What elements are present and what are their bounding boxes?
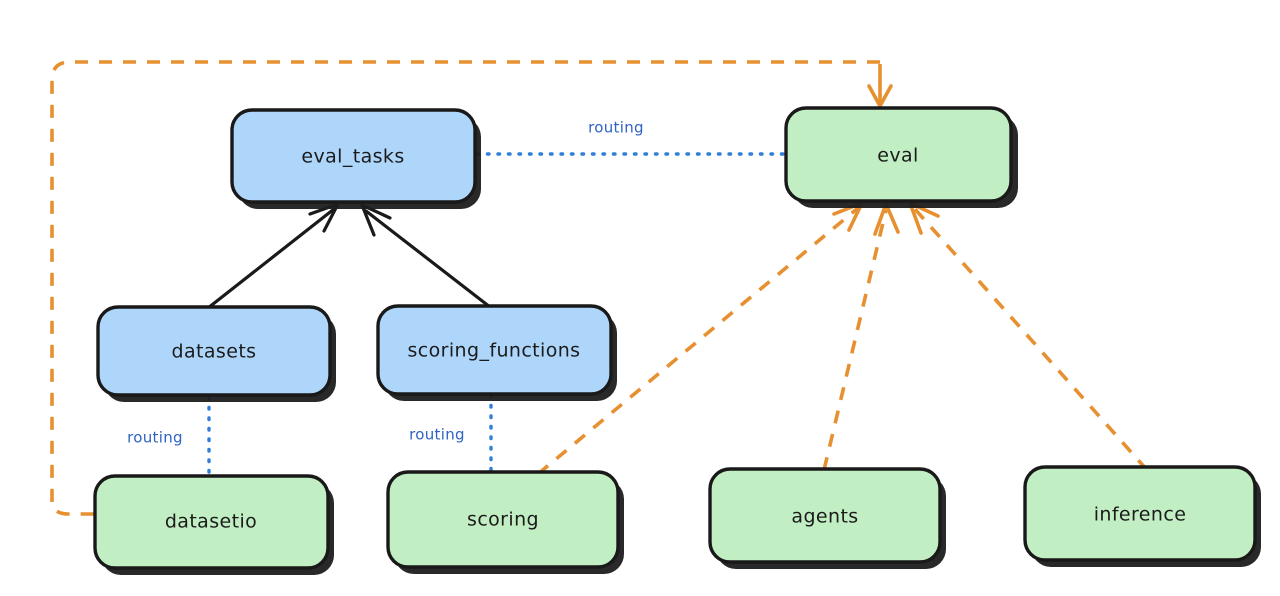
node-scoring[interactable]: scoring bbox=[386, 470, 624, 574]
node-inference-label: inference bbox=[1094, 504, 1187, 526]
edge-agents-eval bbox=[822, 202, 900, 471]
edge-eval-datasetio-line bbox=[50, 60, 880, 516]
edge-group-hierarchy bbox=[206, 202, 492, 310]
node-eval[interactable]: eval bbox=[784, 106, 1018, 208]
node-eval-label: eval bbox=[877, 145, 918, 167]
node-agents-label: agents bbox=[791, 506, 858, 528]
edge-label-routing-scoring-functions: routing bbox=[409, 426, 465, 444]
edge-eval-datasetio bbox=[50, 60, 893, 516]
edge-group-dependencies bbox=[50, 60, 1149, 516]
edge-datasets-eval_tasks bbox=[206, 202, 340, 310]
edge-scoring_functions-eval_tasks-line bbox=[364, 209, 492, 309]
node-datasetio[interactable]: datasetio bbox=[93, 474, 334, 575]
edge-eval-datasetio-arrowhead bbox=[867, 84, 893, 108]
node-eval_tasks-shape bbox=[230, 108, 477, 204]
node-scoring-shape bbox=[386, 470, 620, 569]
node-scoring_functions[interactable]: scoring_functions bbox=[376, 304, 617, 401]
edge-scoring_functions-eval_tasks bbox=[360, 203, 492, 309]
edge-inference-eval bbox=[908, 201, 1149, 472]
node-datasetio-shape bbox=[93, 474, 330, 570]
node-eval-shape bbox=[784, 106, 1013, 203]
node-datasets-shape bbox=[96, 305, 332, 397]
edge-label-routing-eval-tasks: routing bbox=[588, 119, 644, 137]
node-eval_tasks-label: eval_tasks bbox=[301, 146, 404, 168]
edge-agents-eval-arrowhead bbox=[873, 202, 900, 236]
node-datasetio-label: datasetio bbox=[165, 511, 257, 533]
edge-datasets-eval_tasks-line bbox=[206, 207, 336, 310]
node-scoring-label: scoring bbox=[467, 509, 539, 531]
edge-scoring-eval-line bbox=[536, 206, 860, 476]
node-scoring_functions-label: scoring_functions bbox=[408, 340, 581, 362]
node-inference[interactable]: inference bbox=[1023, 465, 1261, 567]
node-scoring_functions-shape bbox=[376, 304, 613, 396]
node-datasets-label: datasets bbox=[172, 341, 257, 363]
node-datasets[interactable]: datasets bbox=[96, 305, 336, 402]
edge-inference-eval-line bbox=[912, 206, 1149, 472]
node-agents[interactable]: agents bbox=[708, 467, 946, 569]
node-agents-shape bbox=[708, 467, 942, 564]
edge-group-routing bbox=[207, 152, 786, 480]
edge-agents-eval-line bbox=[822, 209, 888, 471]
node-eval_tasks[interactable]: eval_tasks bbox=[230, 108, 481, 209]
edge-label-routing-datasets: routing bbox=[127, 429, 183, 447]
node-inference-shape bbox=[1023, 465, 1257, 562]
